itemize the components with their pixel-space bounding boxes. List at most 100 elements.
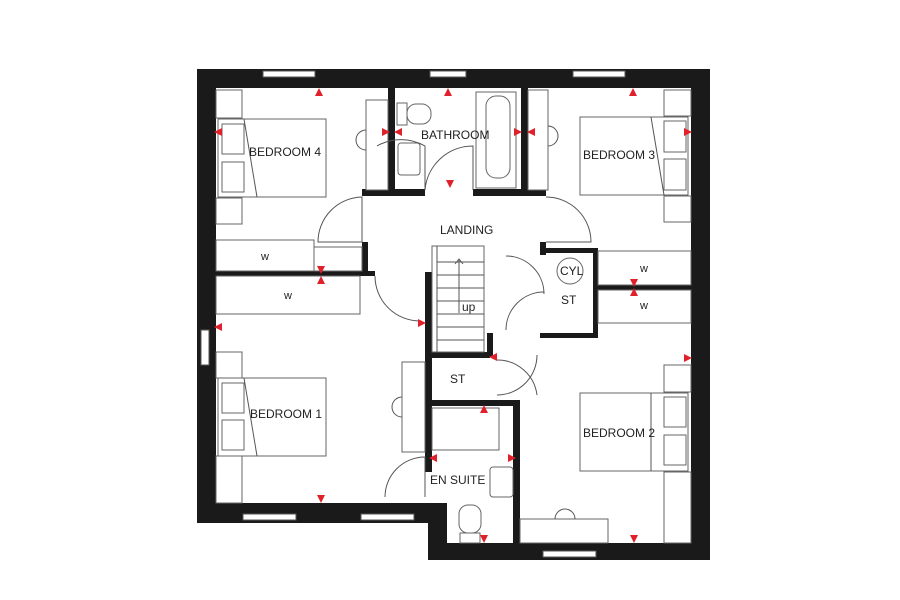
socket-marker-icon xyxy=(446,180,454,188)
wardrobe-label: w xyxy=(283,290,292,302)
bedside-table xyxy=(663,364,692,393)
wall-cyl-left xyxy=(540,242,546,255)
pillow xyxy=(663,434,687,466)
room-label-cylinder: CYL xyxy=(560,264,584,278)
wardrobe-label: w xyxy=(260,251,269,263)
wardrobe xyxy=(597,250,692,286)
socket-marker-icon xyxy=(444,88,452,96)
basin xyxy=(489,466,514,498)
pillow xyxy=(663,158,687,191)
stairs-label: up xyxy=(462,300,476,314)
wall-cyl-top xyxy=(540,248,598,253)
socket-marker-icon xyxy=(508,454,516,462)
room-label-bedroom-2: BEDROOM 2 xyxy=(583,426,655,440)
socket-marker-icon xyxy=(527,128,535,136)
socket-marker-icon xyxy=(214,323,222,331)
basin xyxy=(397,142,421,176)
socket-marker-icon xyxy=(382,128,390,136)
bath-tub xyxy=(485,95,511,179)
wardrobe xyxy=(597,289,692,324)
toilet xyxy=(458,504,482,534)
socket-marker-icon xyxy=(480,405,488,413)
desk xyxy=(401,361,426,453)
window xyxy=(429,70,467,78)
wardrobe xyxy=(215,275,361,315)
room-label-bedroom-3: BEDROOM 3 xyxy=(583,148,655,162)
room-label-landing: LANDING xyxy=(440,223,493,237)
socket-marker-icon xyxy=(684,354,692,362)
stairs xyxy=(431,245,485,353)
outer-wall-left xyxy=(197,69,216,523)
shower xyxy=(431,407,500,451)
window xyxy=(200,329,210,366)
wall-cyl-bottom xyxy=(540,333,598,338)
desk xyxy=(365,99,389,191)
window xyxy=(360,513,415,521)
furniture xyxy=(215,89,692,544)
socket-marker-icon xyxy=(630,279,638,287)
socket-marker-icon xyxy=(684,128,692,136)
socket-marker-icon xyxy=(317,495,325,503)
pillow xyxy=(221,161,245,193)
room-label-store-upper: ST xyxy=(561,293,577,307)
cylinder xyxy=(556,257,584,285)
wall-stair-bottom xyxy=(425,352,490,358)
socket-marker-icon xyxy=(315,88,323,96)
room-label-bedroom-4: BEDROOM 4 xyxy=(249,145,321,159)
wall-stair-left xyxy=(425,272,432,472)
room-label-store-lower: ST xyxy=(450,372,466,386)
socket-marker-icon xyxy=(317,276,325,284)
bedside-table xyxy=(663,195,692,223)
toilet-bowl xyxy=(406,103,432,125)
room-label-bathroom: BATHROOM xyxy=(421,128,489,142)
markers xyxy=(214,88,692,543)
wall-right-wardrobe xyxy=(598,285,691,290)
pillow xyxy=(663,120,687,153)
room-label-en-suite: EN SUITE xyxy=(430,473,485,487)
bedside-table xyxy=(215,351,243,379)
socket-marker-icon xyxy=(489,353,497,361)
socket-marker-icon xyxy=(394,128,402,136)
socket-marker-icon xyxy=(630,288,638,296)
pillow xyxy=(221,382,245,414)
pillow xyxy=(663,396,687,428)
wall-bed4-wardrobe xyxy=(216,271,375,276)
desk xyxy=(519,518,609,544)
pillow xyxy=(221,123,245,155)
walls xyxy=(197,69,710,560)
socket-marker-icon xyxy=(630,535,638,543)
outer-wall-right xyxy=(691,69,710,560)
wall-bath-bottom-left xyxy=(362,189,425,196)
wall-store-right xyxy=(487,333,493,357)
bedside-table xyxy=(215,89,243,119)
wardrobe-label: w xyxy=(639,300,648,312)
bedside-table xyxy=(663,89,692,117)
toilet-cistern xyxy=(459,532,481,544)
window xyxy=(242,513,297,521)
wall-bed4-bath xyxy=(388,88,395,190)
room-label-bedroom-1: BEDROOM 1 xyxy=(250,407,322,421)
wall-bath-bed3 xyxy=(521,88,528,190)
bedside-table xyxy=(215,197,243,225)
socket-marker-icon xyxy=(514,128,522,136)
wall-ensuite-top xyxy=(425,400,520,406)
wall-cyl-right xyxy=(593,248,598,338)
desk xyxy=(527,89,549,191)
stair-treads xyxy=(436,246,484,352)
socket-marker-icon xyxy=(629,88,637,96)
socket-marker-icon xyxy=(480,535,488,543)
socket-marker-icon xyxy=(317,266,325,274)
wall-ensuite-right xyxy=(513,400,520,543)
labels: BEDROOM 4 BATHROOM BEDROOM 3 LANDING CYL… xyxy=(249,128,655,487)
socket-marker-icon xyxy=(418,319,426,327)
wardrobe-label: w xyxy=(639,263,648,275)
toilet xyxy=(396,102,408,126)
window xyxy=(572,70,626,78)
bedside-table xyxy=(663,471,692,544)
wall-bath-bottom-right xyxy=(473,189,546,196)
bedside-table xyxy=(215,455,243,504)
wall-landing-left xyxy=(362,242,368,276)
window xyxy=(542,550,597,558)
socket-marker-icon xyxy=(214,128,222,136)
